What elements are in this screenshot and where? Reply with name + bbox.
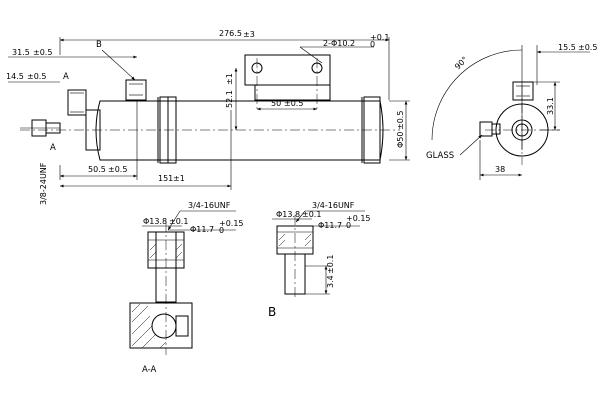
svg-text:±1: ±1 [225,73,234,85]
detail-A-lower-body [129,302,193,349]
view-B-title: B [268,305,276,319]
svg-text:±1: ±1 [173,174,185,183]
svg-text:0: 0 [346,221,351,230]
glass-label: GLASS [426,151,454,161]
bracket-holes-label: 2-Φ10.2 [323,39,355,48]
svg-text:±0.1: ±0.1 [302,210,321,219]
view-B-marker: B [96,40,102,50]
svg-text:±0.1: ±0.1 [326,255,335,274]
bracket-height-value: 52.1 [225,90,234,108]
svg-text:+0.1: +0.1 [370,33,389,42]
svg-text:+0.15: +0.15 [219,219,244,228]
section-title: A-A [142,365,157,375]
detail-B-depth: 3.4 [326,275,335,288]
thread-side-label: 3/8-24UNF [39,162,48,205]
svg-text:+0.15: +0.15 [346,214,371,223]
svg-text:±0.5: ±0.5 [396,111,405,130]
detail-A-thread: 3/4-16UNF [188,201,231,210]
section-A-A: 3/4-16UNF Φ13.8 ±0.1 Φ11.7 +0.15 0 A-A [129,201,244,375]
port-offset-value: 31.5 [12,48,30,57]
svg-text:±0.1: ±0.1 [169,217,188,226]
svg-text:0: 0 [370,40,375,49]
overall-length-value: 276.5 [219,29,242,38]
section-A-top-marker: A [63,72,69,82]
svg-text:±0.5: ±0.5 [108,165,127,174]
hole-spacing-value: 50 [271,99,281,108]
detail-B-inner-dia: Φ11.7 [318,221,342,230]
detail-B-thread: 3/4-16UNF [312,201,355,210]
view-B: 3/4-16UNF Φ13.8 ±0.1 Φ11.7 +0.15 0 3.4 ±… [268,201,371,319]
detail-A-inner-dia: Φ11.7 [190,225,214,234]
top-port [125,79,147,101]
sight-glass [479,121,493,137]
end-top-fitting [512,81,534,101]
side-width-value: 15.5 [558,43,576,52]
bracket-position-value: 151 [158,174,173,183]
left-offset-value: 14.5 [6,72,24,81]
svg-text:0: 0 [219,226,224,235]
inlet-offset-value: 50.5 [88,165,106,174]
receiver-body [95,100,384,161]
end-view: 90° GLASS 15.5 ±0.5 33.1 38 [426,43,597,180]
side-base-value: 38 [495,165,505,174]
svg-text:±0.5: ±0.5 [578,43,597,52]
detail-B-outer-dia: Φ13.8 [276,210,300,219]
inlet-fitting [67,89,87,116]
angle-arc [431,49,523,141]
svg-text:±0.5: ±0.5 [284,99,303,108]
left-offset-tol: ±0.5 [27,72,46,81]
main-view: 276.5 ±3 31.5 ±0.5 14.5 ±0.5 A A 3/8-24U… [6,29,410,205]
body-diameter-value: Φ50 [396,132,405,148]
side-height-value: 33.1 [546,97,555,115]
section-A-bottom-marker: A [50,143,56,153]
port-offset-tol: ±0.5 [33,48,52,57]
overall-length-tol: ±3 [243,30,255,39]
detail-A-outer-dia: Φ13.8 [143,217,167,226]
